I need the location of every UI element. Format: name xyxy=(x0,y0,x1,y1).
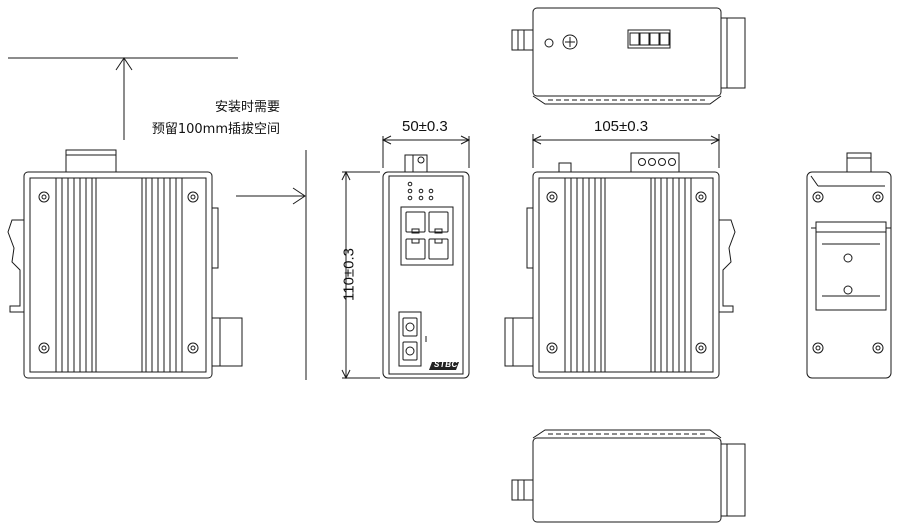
front-view xyxy=(341,135,471,380)
right-side-view xyxy=(504,134,736,379)
brand-logo-shape xyxy=(429,362,459,370)
fins-right xyxy=(145,178,183,372)
dimension-depth-side: 105±0.3 xyxy=(594,118,649,135)
install-note-line2: 预留100mm插拔空间 xyxy=(151,122,280,137)
brand-logo: STBC xyxy=(434,360,458,369)
rs-fins-right xyxy=(654,178,692,372)
install-note-line1: 安装时需要 xyxy=(214,100,280,115)
clearance-annotation xyxy=(8,57,307,380)
top-view xyxy=(511,7,746,105)
left-side-view xyxy=(7,149,243,379)
dimension-height: 110±0.3 xyxy=(340,248,358,301)
rs-fins-left xyxy=(564,178,602,372)
dimension-width-front: 50±0.3 xyxy=(402,118,448,135)
rear-view xyxy=(806,152,892,379)
bottom-view xyxy=(511,429,746,523)
fins-left xyxy=(55,178,93,372)
